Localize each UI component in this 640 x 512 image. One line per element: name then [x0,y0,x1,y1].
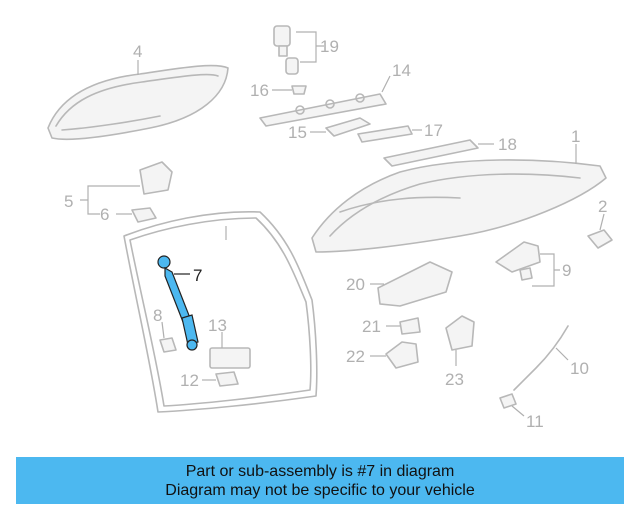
callout-1: 1 [571,127,580,146]
bumper-6-part [131,207,157,223]
callout-16: 16 [250,81,269,100]
leader-8 [161,321,165,339]
cable-10-part [513,325,569,391]
callout-18: 18 [498,135,517,154]
callout-19: 19 [320,37,339,56]
switch-12-part [215,371,239,387]
clip-16-part [291,85,307,95]
liftgate-1-part [311,159,607,253]
hinge-9-bolt-part [519,267,533,281]
banner-line-1: Part or sub-assembly is #7 in diagram [185,462,455,480]
callout-15: 15 [288,123,307,142]
leader-10 [555,347,569,361]
weatherstrip-part [123,210,318,413]
striker-15-part [325,117,371,137]
bumper-5-part [139,161,173,195]
support-strut-7-part [157,255,199,351]
parts-diagram: 4 19 16 14 15 17 18 1 2 5 [47,25,613,431]
banner-line-2: Diagram may not be specific to your vehi… [165,481,475,499]
callout-22: 22 [346,347,365,366]
leader-2 [599,213,605,231]
callout-2: 2 [598,197,607,216]
bracket-14-part [259,93,387,127]
callout-4: 4 [133,42,142,61]
weatherstrip-inner-part [129,217,312,407]
hinge-2-part [587,229,613,249]
callout-8: 8 [153,306,162,325]
handle-13-part [209,347,251,369]
leader-14 [381,75,391,93]
callout-11: 11 [526,412,544,431]
callout-6: 6 [100,205,109,224]
plate-17-part [357,125,413,143]
callout-23: 23 [445,370,464,389]
callout-9: 9 [562,261,571,280]
cover-23-part [445,315,475,351]
leader-9 [532,253,560,287]
callout-14: 14 [392,61,411,80]
rear-glass-part [47,64,229,141]
callout-17: 17 [424,121,443,140]
callout-20: 20 [346,275,365,294]
callout-7: 7 [193,266,202,285]
callout-10: 10 [570,359,589,378]
fastener-19-part [273,25,299,75]
callout-13: 13 [208,316,227,335]
clip-11-part [499,393,517,409]
motor-22-part [385,341,419,369]
callout-12: 12 [180,371,199,390]
leader-5 [80,185,140,215]
hinge-9-part [495,241,541,273]
part-info-banner: Part or sub-assembly is #7 in diagram Di… [16,457,624,504]
seal-18-part [383,139,479,167]
leader-11 [511,405,525,417]
callout-21: 21 [362,317,381,336]
callout-5: 5 [64,192,73,211]
lock-20-part [377,261,453,307]
bolt-8-part [159,337,177,353]
actuator-21-part [399,317,421,335]
leader-19 [296,31,324,63]
